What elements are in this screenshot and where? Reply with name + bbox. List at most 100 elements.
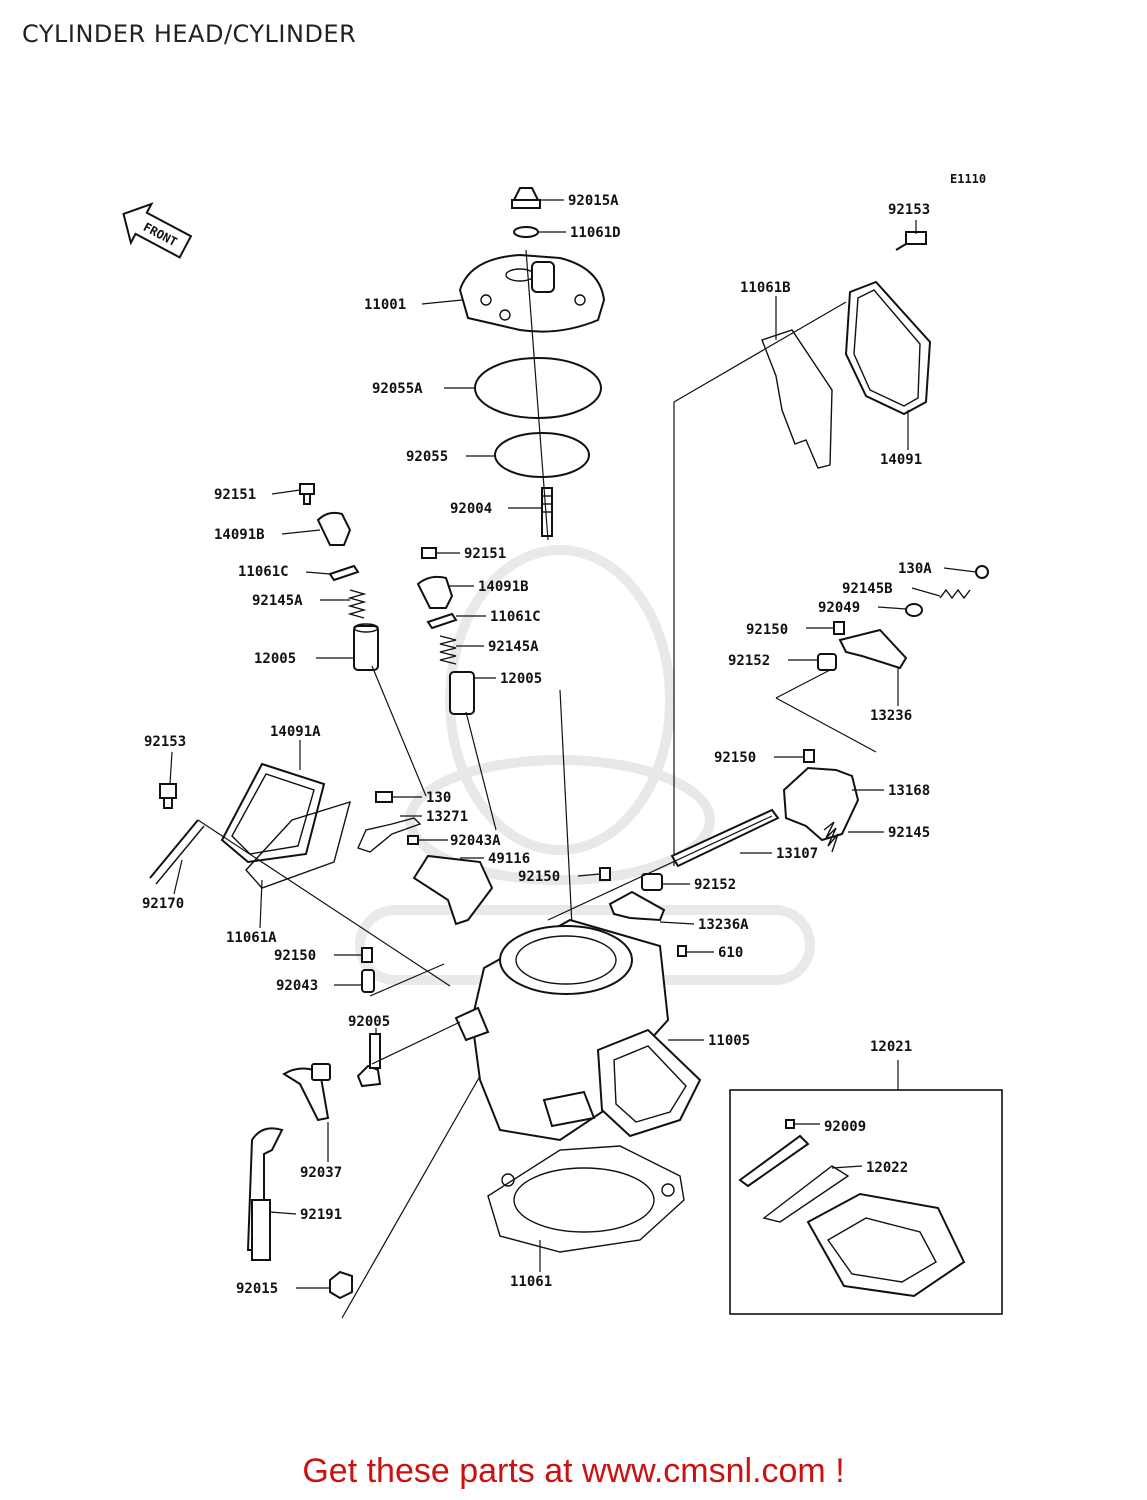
reed-valve-box-12021 <box>729 1089 1003 1315</box>
label-11061b: 11061B <box>740 280 791 296</box>
label-12021: 12021 <box>870 1039 912 1055</box>
label-92037: 92037 <box>300 1165 342 1181</box>
label-92043: 92043 <box>276 978 318 994</box>
spring-92145[interactable] <box>823 821 839 853</box>
collar-92049[interactable] <box>905 603 923 617</box>
label-92152-a: 92152 <box>728 653 770 669</box>
label-14091: 14091 <box>880 452 922 468</box>
hose-92191[interactable] <box>246 1127 284 1261</box>
spring-92145a-right[interactable] <box>439 635 457 665</box>
bolt-92150-c[interactable] <box>599 867 611 881</box>
label-11001: 11001 <box>364 297 406 313</box>
label-12005-left: 12005 <box>254 651 296 667</box>
label-92152-b: 92152 <box>694 877 736 893</box>
bracket-13271[interactable] <box>357 817 422 853</box>
collar-92152-b[interactable] <box>641 873 663 891</box>
label-92145a-right: 92145A <box>488 639 539 655</box>
cmsnl-link[interactable]: Get these parts at www.cmsnl.com ! <box>302 1452 845 1490</box>
label-11061c-left: 11061C <box>238 564 289 580</box>
page-title: CYLINDER HEAD/CYLINDER <box>22 20 357 48</box>
cover-14091[interactable] <box>844 280 932 416</box>
part-labels: 92015A 11061D 11001 92055A 92055 92004 9… <box>142 193 932 1297</box>
label-13168: 13168 <box>888 783 930 799</box>
label-92150-a: 92150 <box>746 622 788 638</box>
label-92005: 92005 <box>348 1014 390 1030</box>
gasket-11061c-right[interactable] <box>426 612 458 630</box>
stud-92004[interactable] <box>541 487 553 537</box>
guide-12005-right[interactable] <box>449 671 475 715</box>
label-92009: 92009 <box>824 1119 866 1135</box>
label-13107: 13107 <box>776 846 818 862</box>
bolt-92150-a[interactable] <box>833 621 845 635</box>
cover-14091b-right[interactable] <box>416 575 454 609</box>
holder-13168[interactable] <box>782 766 860 842</box>
clamp-92037[interactable] <box>282 1063 331 1122</box>
bolt-130[interactable] <box>375 791 393 803</box>
cover-14091a[interactable] <box>220 762 326 864</box>
washer-11061d[interactable] <box>513 226 539 238</box>
label-92055a: 92055A <box>372 381 423 397</box>
lever-13236a[interactable] <box>608 890 666 922</box>
lever-13236[interactable] <box>838 628 908 670</box>
label-11005: 11005 <box>708 1033 750 1049</box>
leaders <box>169 199 977 1289</box>
bolt-92151-left[interactable] <box>299 483 315 505</box>
label-92150-b: 92150 <box>714 750 756 766</box>
label-92145b: 92145B <box>842 581 893 597</box>
label-11061d: 11061D <box>570 225 621 241</box>
label-92055: 92055 <box>406 449 448 465</box>
bolt-92150-b[interactable] <box>803 749 815 763</box>
cylinder-11005[interactable] <box>454 918 702 1142</box>
label-92153-left: 92153 <box>144 734 186 750</box>
collar-92152-a[interactable] <box>817 653 837 671</box>
label-92151-right: 92151 <box>464 546 506 562</box>
rod-92170[interactable] <box>149 819 205 885</box>
pin-610[interactable] <box>677 945 687 957</box>
bolt-92153-left[interactable] <box>159 783 177 809</box>
label-11061: 11061 <box>510 1274 552 1290</box>
label-92049: 92049 <box>818 600 860 616</box>
label-92150-d: 92150 <box>274 948 316 964</box>
spring-92145b[interactable] <box>939 588 971 600</box>
cap-nut-92015a[interactable] <box>511 187 541 209</box>
label-92191: 92191 <box>300 1207 342 1223</box>
label-130a: 130A <box>898 561 932 577</box>
bolt-92150-d[interactable] <box>361 947 373 963</box>
label-92151-left: 92151 <box>214 487 256 503</box>
parts-diagram: E1110 FRONT <box>122 172 1003 1319</box>
bolt-92043a[interactable] <box>407 835 419 845</box>
reed-block-12021[interactable] <box>806 1192 966 1298</box>
cylinder-head-11001[interactable] <box>458 253 606 333</box>
bolt-92151-right[interactable] <box>421 547 437 559</box>
plug-92005[interactable] <box>356 1033 382 1088</box>
label-11061c-right: 11061C <box>490 609 541 625</box>
nut-130a[interactable] <box>975 565 989 579</box>
label-92153-top: 92153 <box>888 202 930 218</box>
label-92015: 92015 <box>236 1281 278 1297</box>
label-92015a: 92015A <box>568 193 619 209</box>
nut-92015[interactable] <box>329 1270 353 1300</box>
label-13236: 13236 <box>870 708 912 724</box>
guide-12005-left[interactable] <box>353 623 379 671</box>
label-610: 610 <box>718 945 743 961</box>
label-92043a: 92043A <box>450 833 501 849</box>
label-92145a-left: 92145A <box>252 593 303 609</box>
label-13271: 13271 <box>426 809 468 825</box>
label-14091b-right: 14091B <box>478 579 529 595</box>
label-130: 130 <box>426 790 451 806</box>
reed-valve-12022[interactable] <box>738 1134 850 1223</box>
front-arrow-icon: FRONT <box>122 202 193 259</box>
label-12005-right: 12005 <box>500 671 542 687</box>
gasket-11061[interactable] <box>487 1145 685 1253</box>
gasket-11061a[interactable] <box>245 800 352 889</box>
gasket-11061b[interactable] <box>761 329 833 469</box>
bolt-92153-top[interactable] <box>895 231 927 251</box>
cover-14091b-left[interactable] <box>316 511 352 546</box>
label-12022: 12022 <box>866 1160 908 1176</box>
label-14091a: 14091A <box>270 724 321 740</box>
screw-92009[interactable] <box>785 1119 795 1129</box>
valve-49116[interactable] <box>412 854 494 926</box>
spring-92145a-left[interactable] <box>347 589 367 619</box>
sleeve-92043[interactable] <box>361 969 375 993</box>
gasket-11061c-left[interactable] <box>328 564 360 582</box>
